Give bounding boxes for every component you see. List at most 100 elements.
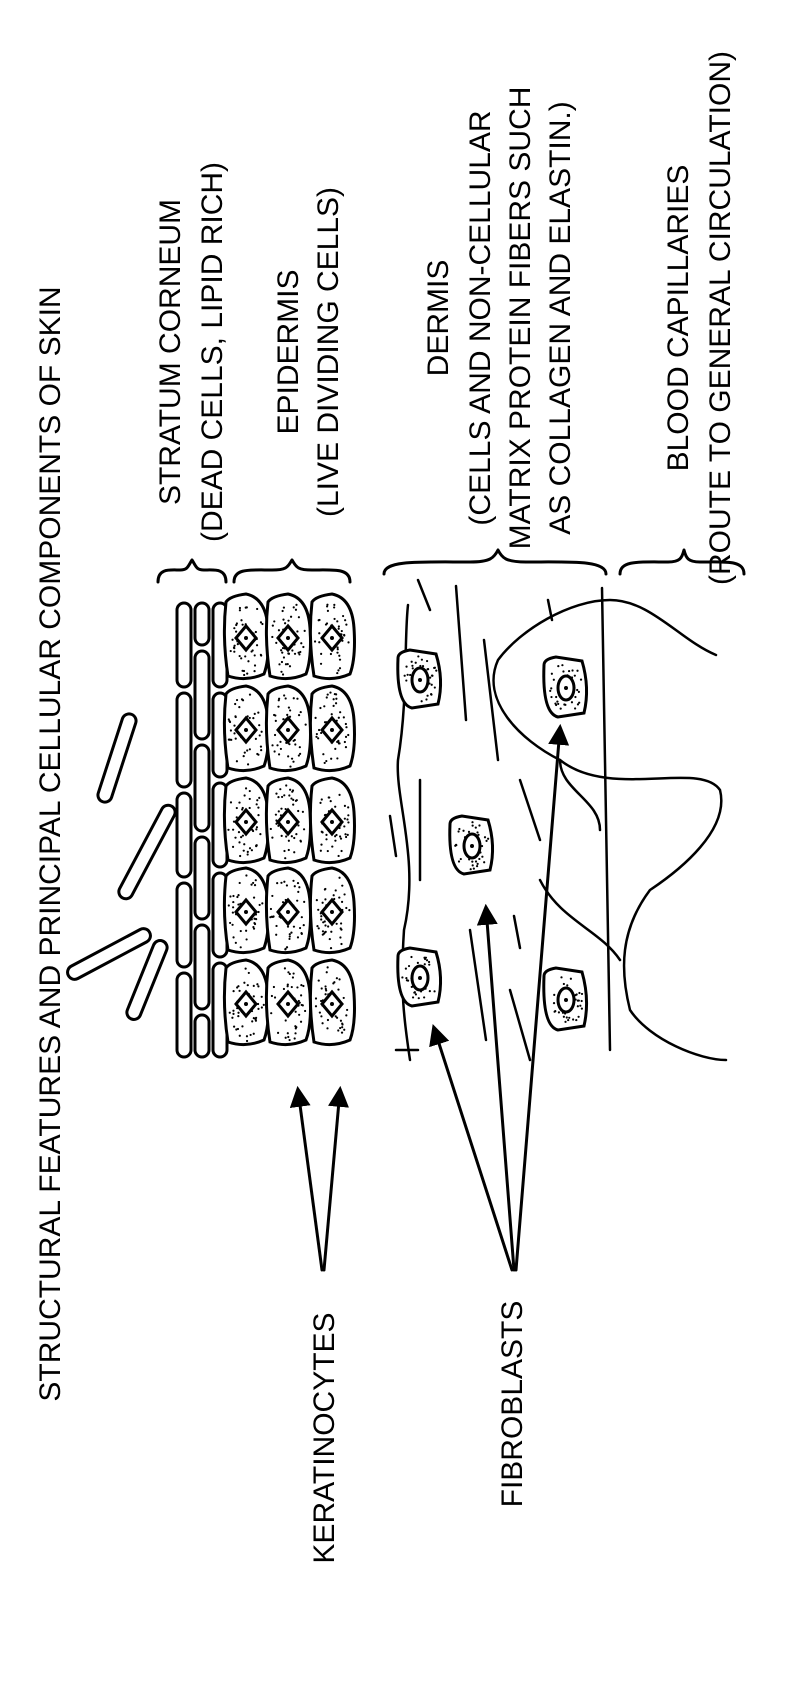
stipple-dot [283,622,287,625]
nucleolus [286,636,290,640]
stipple-dot [287,652,290,655]
stipple-dot [338,835,342,838]
corneocyte [193,835,211,921]
stipple-dot [328,796,331,799]
stipple-dot [279,740,282,743]
stipple-dot [338,876,341,879]
stipple-dot [347,814,350,817]
stipple-dot [281,673,285,676]
brace-blood-capillaries [618,548,746,576]
stipple-dot [281,647,285,650]
stipple-dot [336,620,339,623]
stipple-dot [331,845,334,848]
stipple-dot [247,971,250,975]
stipple-dot [297,890,300,893]
stipple-dot [301,1004,304,1007]
stipple-dot [421,665,425,668]
stipple-dot [303,900,306,903]
stipple-dot [257,814,260,817]
fibroblast-arrow [476,903,516,1272]
stipple-dot [471,860,474,863]
stipple-dot [338,896,341,899]
stipple-dot [433,666,436,669]
fibroblast [396,946,443,1008]
stipple-dot [253,664,257,667]
stipple-dot [258,734,261,737]
stipple-dot [277,699,280,702]
stipple-dot [241,699,245,702]
corneocyte [175,971,193,1059]
stipple-dot [471,824,474,827]
stipple-dot [336,757,339,760]
stipple-dot [239,946,242,949]
stipple-dot [299,752,302,755]
shed-flake [125,939,169,1021]
stipple-dot [251,829,255,833]
stipple-dot [283,849,286,853]
stipple-dot [279,788,282,791]
stipple-dot [571,669,574,672]
stipple-dot [326,966,329,969]
stipple-dot [273,996,277,999]
stipple-dot [292,697,295,700]
fibroblast [396,648,443,710]
stipple-dot [329,652,333,656]
stipple-dot [292,925,296,928]
stipple-dot [576,999,579,1002]
stipple-dot [549,689,552,692]
stipple-dot [227,904,230,907]
stipple-dot [271,894,274,898]
stipple-dot [284,807,287,811]
stipple-dot [326,603,329,606]
stipple-dot [259,621,263,624]
stipple-dot [255,844,258,847]
nucleolus [244,636,248,640]
stipple-dot [244,606,247,609]
stipple-dot [242,669,246,673]
keratinocyte [264,776,312,865]
stipple-dot [338,742,341,745]
keratinocyte [264,684,312,773]
stipple-dot [241,834,245,837]
stipple-dot [573,674,576,677]
stipple-dot [229,801,233,804]
stipple-dot [255,644,259,647]
dermis-desc-line-3: AS COLLAGEN AND ELASTIN.) [544,101,577,534]
stipple-dot [245,929,248,932]
stipple-dot [301,810,304,813]
label-stratum-corneum: STRATUM CORNEUM (DEAD CELLS, LIPID RICH) [154,162,229,542]
stipple-dot [248,789,251,793]
stipple-dot [576,669,579,672]
stipple-dot [314,716,317,719]
stipple-dot [233,627,236,630]
stipple-dot [232,828,235,831]
stipple-dot [252,717,255,720]
stipple-dot [423,956,426,959]
stipple-dot [257,806,260,809]
stipple-dot [425,959,429,962]
stipple-dot [316,925,319,928]
stipple-dot [410,955,413,959]
stipple-dot [339,927,342,930]
nucleolus [244,728,248,732]
stipple-dot [425,698,428,701]
stipple-dot [345,726,348,729]
stipple-dot [227,828,230,831]
stipple-dot [237,903,240,906]
stipple-dot [269,907,273,911]
stipple-dot [277,796,280,799]
stipple-dot [235,760,239,763]
stipple-dot [275,641,278,644]
stipple-dot [343,804,347,807]
epidermis-desc: (LIVE DIVIDING CELLS) [312,187,345,517]
stipple-dot [231,923,234,926]
stipple-dot [260,749,263,752]
nucleolus [286,910,290,914]
stipple-dot [227,738,230,741]
stipple-dot [238,801,241,804]
stipple-dot [459,857,462,861]
stipple-dot [334,702,338,705]
stipple-dot [577,1015,580,1018]
stipple-dot [334,747,337,750]
stipple-dot [246,763,250,766]
